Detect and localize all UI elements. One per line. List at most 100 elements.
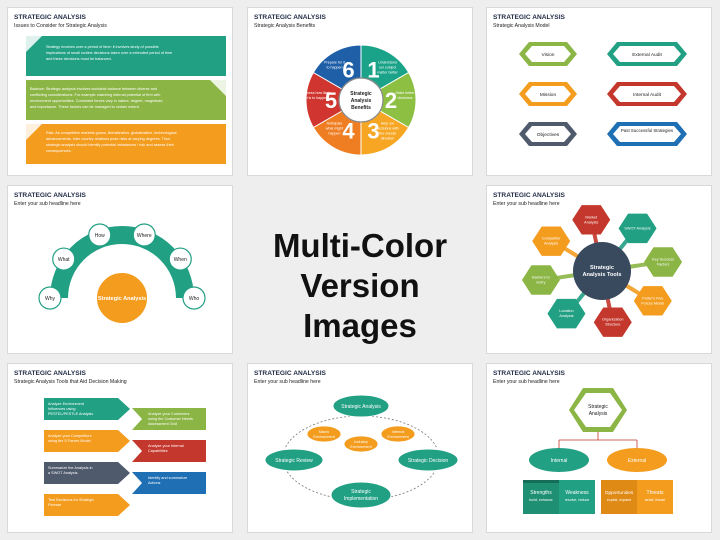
- slide-subtitle: Strategic Analysis Tools that Aid Decisi…: [14, 379, 127, 385]
- hex-label: External Audit: [632, 52, 662, 58]
- step-text: Analyze your Customers: [148, 412, 189, 416]
- cycle-diagram: Strategic Analysis Strategic Review Stra…: [264, 394, 459, 509]
- slide-benefits[interactable]: STRATEGIC ANALYSIS Strategic Analysis Be…: [247, 7, 473, 176]
- step-text: Assessment Grid: [148, 422, 177, 426]
- step-text: using the Customer Needs: [148, 417, 193, 421]
- slide-subtitle: Enter your sub headline here: [493, 379, 560, 385]
- tree-top-line: Strategic: [588, 404, 608, 410]
- segment-text: Assess how likely: [303, 91, 331, 95]
- slide-decision-tools[interactable]: STRATEGIC ANALYSIS Strategic Analysis To…: [7, 363, 233, 533]
- model-diagram: Vision Mission Objectives External Audit…: [519, 42, 687, 146]
- question-label: When: [174, 257, 187, 263]
- segment-text: Prepare for it: [324, 61, 345, 65]
- tool-label: Barriers to: [532, 276, 550, 280]
- hex-label: Objectives: [537, 132, 560, 138]
- node-review: Strategic Review: [264, 448, 324, 472]
- node-decision: Strategic Decision: [397, 448, 459, 472]
- wheel-center-line: Benefits: [351, 105, 371, 111]
- question-circle: When: [168, 247, 192, 271]
- arc-band: [50, 226, 194, 298]
- model-hex-objectives: Objectives: [519, 122, 577, 146]
- swot-weakness: Weakness resolve, reduce: [559, 480, 595, 514]
- model-hex-internal-audit: Internal Audit: [607, 82, 687, 106]
- segment-number: 2: [385, 88, 397, 113]
- tool-label: Factors: [657, 262, 670, 266]
- issue-line: Strategy involves over a period of time:…: [46, 45, 159, 49]
- tool-label: Analysis: [584, 220, 598, 224]
- question-circle: Where: [132, 223, 156, 247]
- step-text: Finesse: [48, 503, 61, 507]
- slide-swot-tree[interactable]: STRATEGIC ANALYSIS Enter your sub headli…: [486, 363, 712, 533]
- question-label: Why: [45, 296, 56, 302]
- node-label: Implementation: [344, 496, 378, 502]
- tool-label: Location: [559, 309, 573, 313]
- tree-branch-label: Internal: [551, 458, 568, 464]
- slide-model[interactable]: STRATEGIC ANALYSIS Strategic Analysis Mo…: [486, 7, 712, 176]
- decision-step-left: Summarize the Analysis ina SWOT Analysis: [44, 462, 130, 484]
- tree-top: Strategic Analysis: [569, 388, 627, 432]
- heading-line-1: Multi-Color: [272, 227, 448, 264]
- step-text: PESTEL/PESTLE Analysis: [48, 412, 93, 416]
- tool-label: Analysis: [559, 314, 573, 318]
- question-circle: Who: [182, 286, 206, 310]
- slide-subtitle: Enter your sub headline here: [254, 379, 321, 385]
- swot-label: Strengths: [530, 490, 552, 496]
- swot-sub: exploit, expand: [607, 498, 631, 502]
- issue-line: environment opportunities. Constraint fo…: [30, 99, 163, 103]
- segment-text: direction: [381, 136, 395, 140]
- slide-subtitle: Strategic Analysis Benefits: [254, 23, 316, 29]
- hex-label: Mission: [540, 92, 557, 98]
- slide-title: STRATEGIC ANALYSIS: [14, 192, 86, 199]
- node-analysis: Strategic Analysis: [332, 394, 390, 418]
- center-label: Strategic Analysis: [98, 296, 146, 302]
- segment-text: happen: [329, 131, 341, 135]
- question-label: How: [95, 233, 105, 239]
- hex-label: Vision: [542, 52, 555, 58]
- slide-issues[interactable]: STRATEGIC ANALYSIS Issues to Consider fo…: [7, 7, 233, 176]
- step-text: using the 5 Forces Model: [48, 439, 91, 443]
- mini-label: Environment: [313, 435, 335, 439]
- issue-box-risk: Risk: As competitive markets grows, libe…: [26, 124, 226, 164]
- tree-top-line: Analysis: [589, 411, 608, 417]
- model-hex-mission: Mission: [519, 82, 577, 106]
- slide-subtitle: Enter your sub headline here: [14, 201, 81, 207]
- tree-branch-label: External: [628, 458, 646, 464]
- slide-tools[interactable]: STRATEGIC ANALYSIS Enter your sub headli…: [486, 185, 712, 354]
- segment-text: Help our: [381, 121, 395, 125]
- swot-sub: avoid, thwart: [645, 498, 665, 502]
- tool-label: Analysis: [544, 242, 558, 246]
- node-label: Strategic Decision: [408, 458, 449, 464]
- tool-label: Entry: [537, 281, 546, 285]
- slide-title: STRATEGIC ANALYSIS: [493, 192, 565, 199]
- step-text: Capabilities: [148, 449, 168, 453]
- mini-label: Industry: [354, 440, 368, 444]
- mini-internal: Internal Environment: [380, 425, 416, 443]
- step-text: Analyze your Internal: [148, 444, 184, 448]
- model-hex-past-strategies: Past Successful Strategies: [607, 122, 687, 146]
- slide-title: STRATEGIC ANALYSIS: [493, 370, 565, 377]
- segment-text: Understand: [378, 61, 397, 65]
- mini-label: Internal: [392, 430, 405, 434]
- segment-number: 3: [367, 118, 379, 143]
- slide-questions[interactable]: STRATEGIC ANALYSIS Enter your sub headli…: [7, 185, 233, 354]
- slide-cycle[interactable]: STRATEGIC ANALYSIS Enter your sub headli…: [247, 363, 473, 533]
- swot-tree: Strategic Analysis Internal External Str…: [523, 388, 673, 514]
- question-circle: How: [88, 223, 112, 247]
- mini-macro: Macro Environment: [306, 425, 342, 443]
- issue-line: conflicting considerations. For example …: [30, 93, 160, 97]
- mini-label: Environment: [350, 445, 372, 449]
- issues-diagram: Strategy involves over a period of time:…: [26, 36, 226, 164]
- slide-subtitle: Enter your sub headline here: [493, 201, 560, 207]
- issue-line: implications of small routine decisions …: [46, 51, 172, 55]
